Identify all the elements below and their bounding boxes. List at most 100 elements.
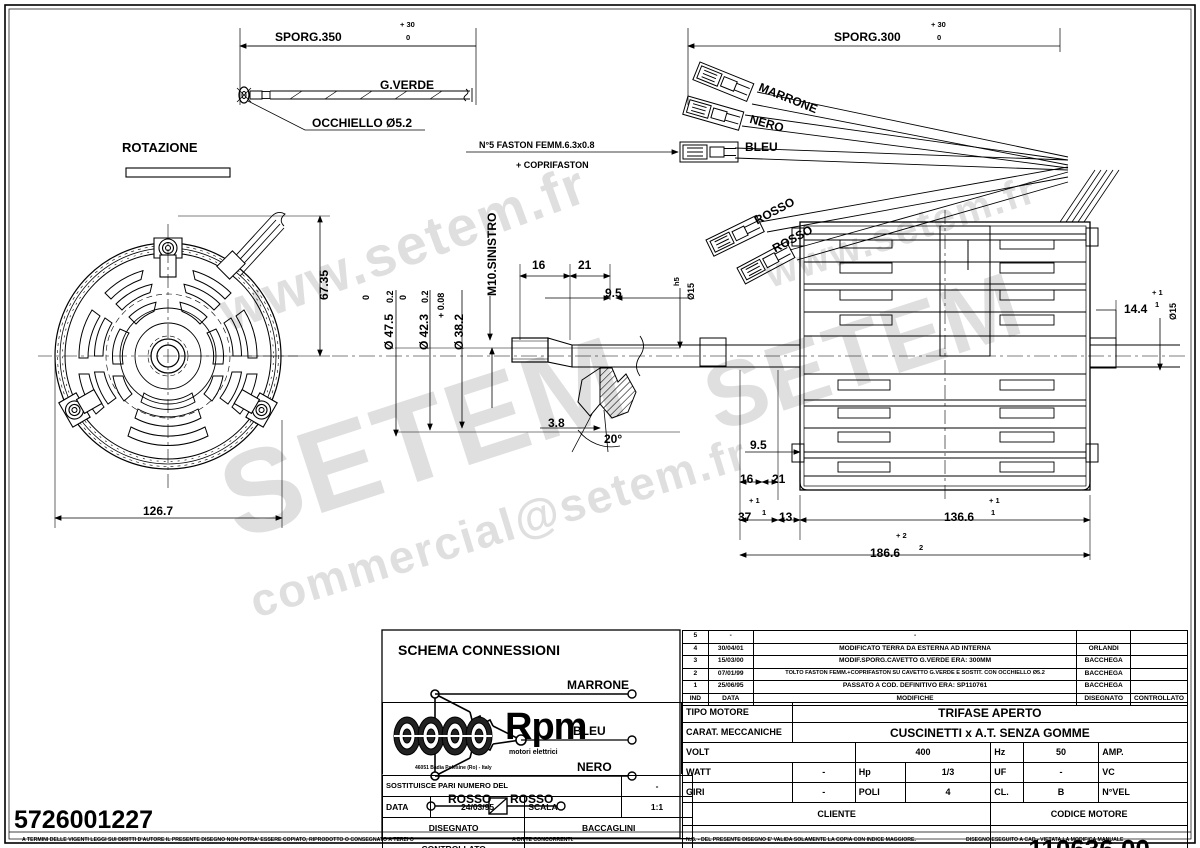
rev-data: - bbox=[707, 630, 754, 644]
dim144-tol-top: + 1 bbox=[1152, 288, 1163, 297]
dim1366: 136.6 bbox=[944, 510, 975, 524]
rev-desc: TOLTO FASTON FEMM.+COPRIFASTON SU CAVETT… bbox=[752, 667, 1078, 681]
schema-title: SCHEMA CONNESSIONI bbox=[398, 642, 561, 658]
revision-table: 5 - - 4 30/04/01 MODIFICATO TERRA DA EST… bbox=[682, 630, 1188, 706]
faston-note-line2: + COPRIFASTON bbox=[516, 160, 589, 170]
rev-data: 07/01/99 bbox=[707, 667, 754, 681]
value-controllato bbox=[524, 838, 693, 848]
dim37-tol-top: + 1 bbox=[749, 496, 760, 505]
label-codice-motore: CODICE MOTORE bbox=[990, 802, 1188, 826]
label-poli: POLI bbox=[854, 782, 906, 803]
rev-disegnato: BACCHEGA bbox=[1076, 680, 1132, 694]
rev-controllato bbox=[1130, 642, 1188, 656]
label-amp: AMP. bbox=[1098, 742, 1188, 763]
spec-row-cliente-header: CLIENTE CODICE MOTORE bbox=[681, 802, 1188, 826]
company-name: Rpm bbox=[505, 706, 587, 748]
rev-data: 25/06/95 bbox=[707, 680, 754, 694]
thread-m10-label: M10.SINISTRO bbox=[485, 212, 499, 296]
label-scala: SCALA bbox=[524, 796, 622, 818]
label-watt: WATT bbox=[682, 762, 793, 783]
value-sostituisce: - bbox=[621, 775, 693, 797]
label-disegnato: DISEGNATO bbox=[381, 817, 526, 839]
label-vc: VC bbox=[1098, 762, 1188, 783]
sporg350-tol-lower: 0 bbox=[406, 33, 411, 42]
label-cl: CL. bbox=[990, 782, 1024, 803]
table-row: 5 - - bbox=[682, 630, 1188, 644]
value-giri: - bbox=[791, 782, 856, 803]
label-uf: UF bbox=[990, 762, 1024, 783]
shaft-dim-16: 16 bbox=[532, 258, 546, 272]
dim1866: 186.6 bbox=[870, 546, 901, 560]
rev-desc: - bbox=[752, 630, 1078, 644]
rev-ind: 4 bbox=[682, 642, 709, 656]
table-row: 1 25/06/95 PASSATO A COD. DEFINITIVO ERA… bbox=[682, 680, 1188, 694]
label-giri: GIRI bbox=[682, 782, 793, 803]
dim37-tol-bot: 1 bbox=[762, 508, 767, 517]
shaft-dim-21: 21 bbox=[578, 258, 592, 272]
front-width-dim: 126.7 bbox=[143, 504, 174, 518]
rev-ind: 5 bbox=[682, 630, 709, 644]
label-carat-meccaniche: CARAT. MECCANICHE bbox=[682, 722, 793, 743]
rpm-logo-icon bbox=[393, 716, 493, 756]
rev-disegnato bbox=[1076, 630, 1132, 644]
footer-note-right1: N.B. - DEL PRESENTE DISEGNO E' VALIDA SO… bbox=[686, 837, 916, 843]
dim1866-tol-bot: 2 bbox=[919, 543, 924, 552]
table-row: 4 30/04/01 MODIFICATO TERRA DA ESTERNA A… bbox=[682, 642, 1188, 656]
sporg300-tol-lower: 0 bbox=[937, 33, 942, 42]
dim1366-tol-top: + 1 bbox=[989, 496, 1000, 505]
value-carat-meccaniche: CUSCINETTI x A.T. SENZA GOMME bbox=[791, 722, 1189, 743]
rev-controllato bbox=[1130, 630, 1188, 644]
footer-copyright-left: A TERMINI DELLE VIGENTI LEGGI SUI DIRITT… bbox=[22, 837, 414, 843]
rev-ind: 2 bbox=[682, 667, 709, 681]
dim37: 37 bbox=[738, 510, 752, 524]
spec-row-watt: WATT - Hp 1/3 UF - VC bbox=[682, 762, 1188, 783]
sporg300-label: SPORG.300 bbox=[834, 30, 901, 44]
shaft-fit-h5: h5 bbox=[672, 277, 681, 286]
label-nvel: N°VEL bbox=[1098, 782, 1188, 803]
rotazione-label: ROTAZIONE bbox=[122, 140, 198, 155]
shaft-chamfer-38: 3.8 bbox=[548, 416, 565, 430]
label-cliente: CLIENTE bbox=[681, 802, 992, 826]
rev-desc: MODIFICATO TERRA DA ESTERNA AD INTERNA bbox=[752, 642, 1078, 656]
dim-d475: Ø 47.5 bbox=[382, 313, 396, 350]
label-data: DATA bbox=[382, 796, 431, 818]
drawing-number: 5726001227 bbox=[14, 806, 154, 834]
shaft-angle-20: 20° bbox=[604, 432, 623, 446]
dim-d423: Ø 42.3 bbox=[417, 313, 431, 350]
label-controllato: CONTROLLATO bbox=[381, 838, 526, 848]
rev-disegnato: BACCHEGA bbox=[1076, 655, 1132, 669]
value-cl: B bbox=[1022, 782, 1100, 803]
value-poli: 4 bbox=[904, 782, 992, 803]
value-data: 24/03/95 bbox=[429, 796, 526, 818]
spec-row-cliente-value: 110636.00 bbox=[681, 825, 1188, 848]
rev-controllato bbox=[1130, 655, 1188, 669]
meta-row-controllato: CONTROLLATO bbox=[381, 838, 693, 848]
dim-d423-toltop: 0 bbox=[398, 294, 408, 300]
value-hz: 50 bbox=[1022, 742, 1100, 763]
table-row: 2 07/01/99 TOLTO FASTON FEMM.+COPRIFASTO… bbox=[682, 667, 1188, 681]
sporg350-tol-upper: + 30 bbox=[400, 20, 415, 29]
schema-terminal-marrone: MARRONE bbox=[567, 678, 629, 692]
body-dia-d15: Ø15 bbox=[1168, 302, 1178, 320]
spec-row-carat: CARAT. MECCANICHE CUSCINETTI x A.T. SENZ… bbox=[682, 722, 1189, 743]
company-tagline: motori elettrici bbox=[509, 749, 558, 756]
label-tipo-motore: TIPO MOTORE bbox=[682, 702, 793, 723]
faston-note-line1: N°5 FASTON FEMM.6.3x0.8 bbox=[479, 140, 595, 150]
gverde-label: G.VERDE bbox=[380, 78, 435, 92]
label-sostituisce: SOSTITUISCE PARI NUMERO DEL bbox=[382, 775, 622, 797]
value-tipo-motore: TRIFASE APERTO bbox=[791, 702, 1189, 723]
value-watt: - bbox=[791, 762, 856, 783]
rev-ind: 3 bbox=[682, 655, 709, 669]
body-dim-95: 9.5 bbox=[750, 438, 767, 452]
dim1366-tol-bot: 1 bbox=[991, 508, 996, 517]
schema-terminal-bleu: BLEU bbox=[573, 724, 606, 738]
company-address: 46051 Badia Polesine (Ro) - Italy bbox=[415, 765, 492, 771]
dim-d382-tol: + 0.08 bbox=[436, 292, 446, 318]
rev-desc: MODIF.SPORG.CAVETTO G.VERDE ERA: 300MM bbox=[752, 655, 1078, 669]
rev-controllato bbox=[1130, 667, 1188, 681]
value-disegnato: BACCAGLINI bbox=[524, 817, 693, 839]
spec-row-giri: GIRI - POLI 4 CL. B N°VEL bbox=[682, 782, 1188, 803]
value-scala: 1:1 bbox=[621, 796, 693, 818]
meta-table: SOSTITUISCE PARI NUMERO DEL - DATA 24/03… bbox=[381, 775, 693, 848]
